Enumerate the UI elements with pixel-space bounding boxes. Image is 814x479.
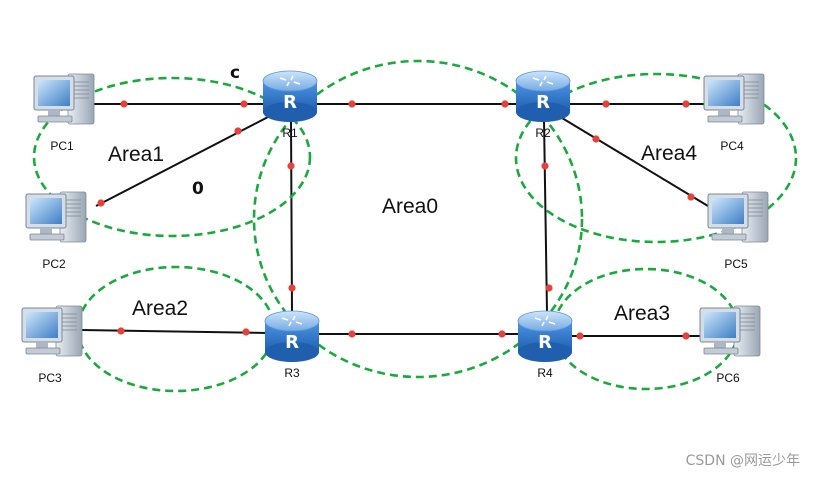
areas-layer — [32, 59, 798, 393]
port-r1-r3-1 — [288, 284, 296, 292]
port-r4-pc6-1 — [682, 332, 690, 340]
port-r3-r4-1 — [498, 330, 506, 338]
link-r2-pc5 — [561, 117, 709, 207]
router-r4-glyph: R — [538, 332, 552, 353]
router-r2-label: R2 — [535, 126, 551, 140]
port-pc2-r1-0 — [97, 199, 105, 207]
port-r2-pc5-0 — [592, 135, 600, 143]
router-r2-icon[interactable]: R — [515, 70, 571, 122]
pc-pc6-label: PC6 — [716, 371, 740, 385]
port-pc2-r1-1 — [234, 127, 242, 135]
router-r4-label: R4 — [537, 366, 553, 380]
link-pc3-r3 — [81, 329, 269, 334]
port-r4-pc6-0 — [576, 332, 584, 340]
pc-pc4-label: PC4 — [720, 139, 744, 153]
router-r2-glyph: R — [536, 92, 550, 113]
pc-pc3-label: PC3 — [38, 371, 62, 385]
pc-pc4-icon[interactable] — [703, 73, 765, 125]
router-r1-glyph: R — [283, 92, 297, 113]
port-r1-r2-1 — [501, 100, 509, 108]
pc-pc3-icon[interactable] — [21, 305, 83, 357]
port-pc3-r3-1 — [242, 328, 250, 336]
link-r1-r3 — [290, 119, 293, 313]
pc-pc5-label: PC5 — [724, 257, 748, 271]
port-r2-r4-1 — [545, 284, 553, 292]
port-r2-r4-0 — [541, 162, 549, 170]
pc-pc6-icon[interactable] — [699, 305, 761, 357]
pc-pc2-icon[interactable] — [25, 191, 87, 243]
area0-label: Area0 — [382, 195, 438, 218]
port-r3-r4-0 — [348, 330, 356, 338]
port-r1-r2-0 — [348, 100, 356, 108]
nodes-layer: R R R R — [21, 70, 769, 362]
pc-pc2-label: PC2 — [42, 257, 66, 271]
ports-layer — [97, 100, 695, 340]
port-r2-pc5-1 — [687, 193, 695, 201]
router-r3-icon[interactable]: R — [264, 310, 320, 362]
area3-label: Area3 — [614, 302, 670, 325]
port-r2-pc4-1 — [682, 100, 690, 108]
mark-top: c — [230, 63, 240, 83]
router-r3-glyph: R — [285, 332, 299, 353]
link-r2-r4 — [543, 119, 548, 313]
pc-pc1-icon[interactable] — [33, 73, 95, 125]
area1-boundary — [32, 76, 312, 238]
mark-middle: 0 — [192, 179, 204, 199]
area1-label: Area1 — [108, 143, 164, 166]
area4-boundary — [514, 72, 798, 244]
pc-pc5-icon[interactable] — [707, 191, 769, 243]
router-r4-icon[interactable]: R — [517, 310, 573, 362]
port-r1-r3-0 — [287, 162, 295, 170]
port-pc3-r3-0 — [117, 327, 125, 335]
router-r1-icon[interactable]: R — [262, 70, 318, 122]
port-r2-pc4-0 — [602, 100, 610, 108]
router-r1-label: R1 — [282, 126, 298, 140]
port-pc1-r1-1 — [240, 100, 248, 108]
area4-label: Area4 — [641, 142, 697, 165]
watermark: CSDN @网运少年 — [685, 453, 800, 469]
router-r3-label: R3 — [284, 366, 300, 380]
area0-boundary — [252, 59, 584, 379]
area2-label: Area2 — [132, 297, 188, 320]
port-pc1-r1-0 — [120, 100, 128, 108]
pc-pc1-label: PC1 — [50, 139, 74, 153]
